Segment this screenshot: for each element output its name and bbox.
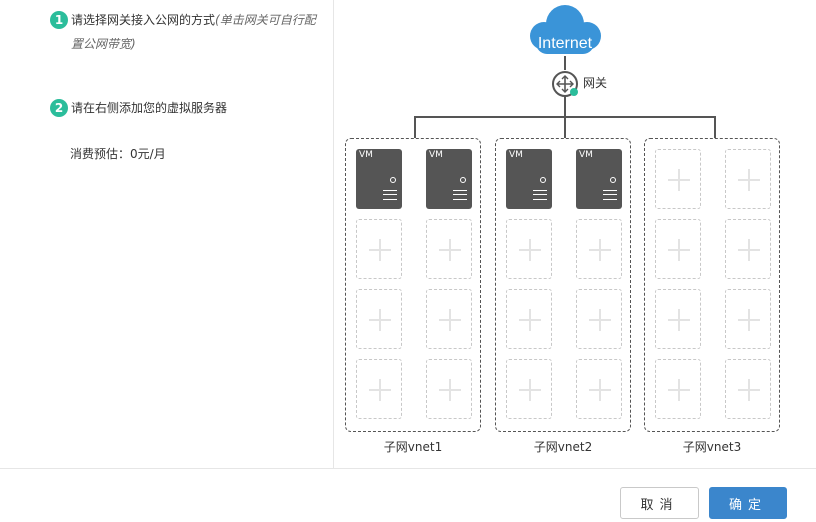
vnet2-wire [564, 116, 566, 138]
step-2: 2 请在右侧添加您的虚拟服务器 [50, 96, 320, 120]
add-vm-slot-plus-icon[interactable] [356, 359, 402, 419]
vm-power-dot-icon [390, 177, 396, 183]
cost-label: 消费预估： [70, 147, 131, 161]
add-vm-slot-plus-icon[interactable] [426, 219, 472, 279]
vm-server-icon[interactable]: VM [356, 149, 402, 209]
add-vm-slot-plus-icon[interactable] [356, 289, 402, 349]
add-vm-slot-plus-icon[interactable] [725, 359, 771, 419]
step-1-hint: (单击网关可自行配置公网带宽) [71, 13, 316, 51]
add-vm-slot-plus-icon[interactable] [576, 219, 622, 279]
cost-estimate: 消费预估：0元/月 [70, 144, 166, 164]
vm-power-dot-icon [540, 177, 546, 183]
left-panel: 1 请选择网关接入公网的方式(单击网关可自行配置公网带宽) 2 请在右侧添加您的… [0, 0, 333, 468]
vnet-3-box [644, 138, 780, 432]
vm-server-icon[interactable]: VM [426, 149, 472, 209]
footer-divider [0, 468, 816, 469]
vm-label: VM [429, 150, 443, 160]
vm-menu-lines-icon [603, 190, 617, 200]
internet-cloud-icon[interactable]: Internet [522, 0, 608, 58]
step-1-badge: 1 [50, 11, 68, 29]
vm-menu-lines-icon [533, 190, 547, 200]
add-vm-slot-plus-icon[interactable] [655, 149, 701, 209]
step-2-label: 请在右侧添加您的虚拟服务器 [71, 101, 228, 115]
step-1-text: 请选择网关接入公网的方式(单击网关可自行配置公网带宽) [71, 8, 320, 56]
vm-power-dot-icon [460, 177, 466, 183]
add-vm-slot-plus-icon[interactable] [426, 289, 472, 349]
vnet-2-box: VM VM [495, 138, 631, 432]
add-vm-slot-plus-icon[interactable] [576, 359, 622, 419]
gateway-label: 网关 [583, 76, 608, 90]
vnet-1-label: 子网vnet1 [383, 440, 443, 454]
vm-menu-lines-icon [383, 190, 397, 200]
cancel-button[interactable]: 取消 [620, 487, 699, 519]
cloud-wire [564, 56, 566, 70]
cost-value: 0元/月 [130, 147, 166, 161]
vm-power-dot-icon [610, 177, 616, 183]
add-vm-slot-plus-icon[interactable] [655, 289, 701, 349]
vnet-1-box: VM VM [345, 138, 481, 432]
vm-label: VM [509, 150, 523, 160]
gateway-router-icon[interactable] [550, 70, 580, 100]
add-vm-slot-plus-icon[interactable] [655, 359, 701, 419]
add-vm-slot-plus-icon[interactable] [576, 289, 622, 349]
add-vm-slot-plus-icon[interactable] [506, 359, 552, 419]
internet-label: Internet [538, 35, 593, 52]
vm-menu-lines-icon [453, 190, 467, 200]
vm-label: VM [579, 150, 593, 160]
vm-server-icon[interactable]: VM [506, 149, 552, 209]
vertical-divider [333, 0, 334, 468]
add-vm-slot-plus-icon[interactable] [356, 219, 402, 279]
add-vm-slot-plus-icon[interactable] [655, 219, 701, 279]
vm-label: VM [359, 150, 373, 160]
add-vm-slot-plus-icon[interactable] [725, 289, 771, 349]
add-vm-slot-plus-icon[interactable] [506, 219, 552, 279]
add-vm-slot-plus-icon[interactable] [725, 219, 771, 279]
vm-server-icon[interactable]: VM [576, 149, 622, 209]
vnet3-wire [714, 116, 716, 138]
step-2-badge: 2 [50, 99, 68, 117]
confirm-button[interactable]: 确定 [709, 487, 787, 519]
step-1: 1 请选择网关接入公网的方式(单击网关可自行配置公网带宽) [50, 8, 320, 56]
add-vm-slot-plus-icon[interactable] [725, 149, 771, 209]
add-vm-slot-plus-icon[interactable] [506, 289, 552, 349]
add-vm-slot-plus-icon[interactable] [426, 359, 472, 419]
vnet1-wire [414, 116, 416, 138]
gateway-wire [564, 96, 566, 116]
vnet-2-label: 子网vnet2 [533, 440, 593, 454]
vnet-3-label: 子网vnet3 [682, 440, 742, 454]
network-diagram: Internet 网关 VM VM 子网vnet1 VM VM 子网vnet2 子网vnet… [334, 0, 816, 468]
step-1-label: 请选择网关接入公网的方式 [71, 13, 216, 27]
